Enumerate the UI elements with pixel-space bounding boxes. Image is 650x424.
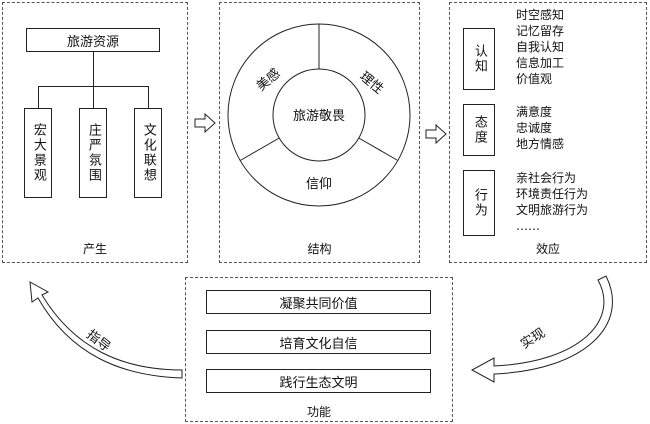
function-item-ecological-civilization: 践行生态文明: [206, 369, 431, 393]
effects-panel: [449, 2, 647, 263]
structure-panel: [219, 2, 420, 263]
function-item-cultural-confidence: 培育文化自信: [206, 330, 431, 354]
realize-label: 实现: [518, 326, 548, 353]
list-item: 忠诚度: [516, 121, 553, 135]
realize-curved-arrow-icon: [470, 275, 613, 383]
connector-vertical-main: [93, 52, 94, 86]
cognition-box: 认知: [463, 28, 495, 90]
structure-center-label: 旅游敬畏: [293, 108, 345, 124]
function-caption: 功能: [306, 405, 331, 419]
function-panel: [185, 277, 453, 422]
structure-caption: 结构: [307, 242, 332, 256]
right-arrow-icon: [194, 112, 216, 134]
list-item: 信息加工: [516, 56, 565, 70]
production-caption: 产生: [82, 242, 107, 256]
right-arrow-icon: [425, 123, 447, 145]
list-item: 文明旅游行为: [516, 203, 589, 217]
list-item: 地方情感: [516, 137, 565, 151]
grand-landscape-box: 宏大景观: [24, 108, 52, 198]
production-panel: [2, 2, 188, 263]
guide-curved-arrow-icon: [29, 281, 183, 379]
guide-label: 指导: [83, 327, 113, 355]
cognition-items: 时空感知 记忆留存 自我认知 信息加工 价值观: [516, 7, 564, 87]
function-item-shared-values: 凝聚共同价值: [206, 290, 431, 314]
connector-right: [148, 86, 149, 108]
tourism-resource-box: 旅游资源: [26, 28, 160, 52]
structure-ring-diagram: 旅游敬畏 美感 理性 信仰: [227, 23, 411, 207]
attitude-items: 满意度 忠诚度 地方情感: [516, 104, 564, 152]
list-item: 环境责任行为: [516, 187, 589, 201]
list-item: ……: [516, 219, 540, 233]
segment-faith-label: 信仰: [306, 177, 332, 192]
list-item: 自我认知: [516, 40, 565, 54]
cultural-association-box: 文化联想: [134, 108, 162, 198]
list-item: 时空感知: [516, 8, 565, 22]
connector-middle: [93, 86, 94, 108]
behavior-items: 亲社会行为 环境责任行为 文明旅游行为 ……: [516, 170, 588, 234]
connector-left: [38, 86, 39, 108]
svg-text:实现: 实现: [518, 326, 548, 353]
list-item: 记忆留存: [516, 24, 565, 38]
solemn-atmosphere-box: 庄严氛围: [79, 108, 107, 198]
list-item: 亲社会行为: [516, 171, 577, 185]
list-item: 满意度: [516, 105, 553, 119]
attitude-box: 态度: [463, 104, 495, 156]
list-item: 价值观: [516, 72, 553, 86]
svg-text:指导: 指导: [83, 327, 113, 355]
effects-caption: 效应: [535, 242, 560, 256]
behavior-box: 行为: [463, 170, 495, 236]
